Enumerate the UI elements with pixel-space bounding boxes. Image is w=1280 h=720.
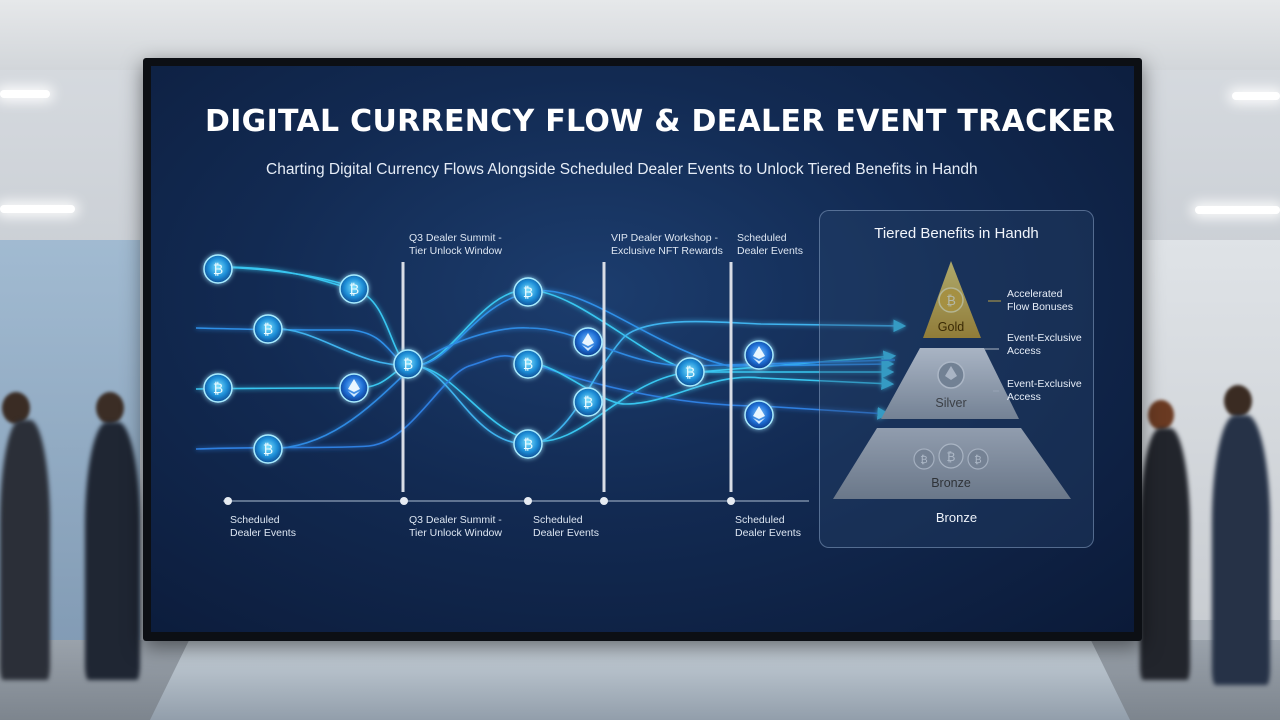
- flow-line: [195, 289, 895, 371]
- tiered-benefits-panel: Tiered Benefits in Handh Bronze: [819, 210, 1094, 548]
- person-right-2: [1212, 415, 1270, 685]
- bitcoin-coin-icon: ₿: [675, 357, 705, 387]
- wall-display: DIGITAL CURRENCY FLOW & DEALER EVENT TRA…: [143, 58, 1142, 641]
- page-title: DIGITAL CURRENCY FLOW & DEALER EVENT TRA…: [205, 104, 1116, 139]
- person-head: [2, 392, 30, 424]
- ceiling-light: [1232, 92, 1280, 100]
- panel-title: Tiered Benefits in Handh: [874, 225, 1039, 242]
- svg-text:₿: ₿: [947, 450, 956, 464]
- person-left-2: [85, 422, 140, 680]
- ethereum-coin-icon: [744, 340, 774, 370]
- bitcoin-coin-icon: ₿: [253, 434, 283, 464]
- person-right-1: [1140, 428, 1190, 680]
- dashboard-screen: DIGITAL CURRENCY FLOW & DEALER EVENT TRA…: [151, 66, 1134, 632]
- svg-text:₿: ₿: [349, 282, 359, 298]
- bitcoin-coin-icon: ₿: [513, 429, 543, 459]
- svg-text:₿: ₿: [974, 454, 981, 466]
- page-subtitle: Charting Digital Currency Flows Alongsid…: [266, 161, 978, 178]
- bitcoin-coin-icon: ₿: [573, 387, 603, 417]
- ceiling-light: [1195, 206, 1280, 214]
- timeline-dot: [224, 497, 232, 505]
- silver-tier-label: Silver: [935, 396, 967, 410]
- svg-text:₿: ₿: [920, 454, 927, 466]
- svg-text:₿: ₿: [213, 262, 223, 278]
- svg-text:₿: ₿: [523, 437, 533, 453]
- bitcoin-coin-icon: ₿: [253, 314, 283, 344]
- timeline-dot: [600, 497, 608, 505]
- person-head: [1224, 385, 1252, 417]
- flow-diagram: ₿₿₿₿₿₿₿₿₿₿₿ ₿ ₿ ₿ ₿: [195, 254, 1071, 505]
- gold-tier-label: Gold: [937, 320, 965, 334]
- tier-pyramid: ₿ ₿ ₿ ₿: [833, 261, 1071, 499]
- svg-text:₿: ₿: [946, 294, 956, 309]
- svg-text:₿: ₿: [523, 357, 533, 373]
- timeline-dot: [727, 497, 735, 505]
- bronze-tier-label: Bronze: [931, 476, 971, 490]
- svg-text:₿: ₿: [583, 395, 593, 411]
- flow-line: [195, 355, 891, 450]
- ethereum-coin-icon: [339, 373, 369, 403]
- bronze-coin-icon: [913, 448, 935, 470]
- bitcoin-coin-icon: ₿: [393, 349, 423, 379]
- svg-text:₿: ₿: [403, 357, 413, 373]
- event-label-top: VIP Dealer Workshop -Exclusive NFT Rewar…: [611, 232, 723, 257]
- event-label-bottom: Q3 Dealer Summit -Tier Unlock Window: [409, 514, 502, 539]
- flow-line: [210, 266, 897, 373]
- ethereum-coin-icon: [573, 327, 603, 357]
- ceiling-light: [0, 90, 50, 98]
- person-left-1: [0, 420, 50, 680]
- bitcoin-coin-icon: ₿: [339, 274, 369, 304]
- timeline-dot: [400, 497, 408, 505]
- flow-line: [195, 365, 895, 443]
- bitcoin-coin-icon: ₿: [203, 254, 233, 284]
- person-head: [96, 392, 124, 424]
- glass-conference-table: [150, 640, 1130, 720]
- flow-line: [268, 327, 896, 450]
- event-label-top: Q3 Dealer Summit -Tier Unlock Window: [409, 232, 502, 257]
- timeline-dot: [524, 497, 532, 505]
- bitcoin-coin-icon: ₿: [513, 349, 543, 379]
- person-head: [1148, 400, 1174, 430]
- panel-footer: Bronze: [935, 510, 978, 525]
- svg-text:₿: ₿: [213, 381, 223, 397]
- svg-text:₿: ₿: [263, 442, 273, 458]
- bronze-coin-icon: [967, 448, 989, 470]
- bronze-coin-icon: [938, 443, 964, 469]
- gold-coin-icon: [938, 287, 964, 313]
- svg-text:₿: ₿: [523, 285, 533, 301]
- ceiling-light: [0, 205, 75, 213]
- flow-line: [210, 266, 891, 405]
- ethereum-coin-icon: [744, 400, 774, 430]
- bitcoin-coin-icon: ₿: [513, 277, 543, 307]
- svg-text:₿: ₿: [263, 322, 273, 338]
- svg-text:₿: ₿: [685, 365, 695, 381]
- bitcoin-coin-icon: ₿: [203, 373, 233, 403]
